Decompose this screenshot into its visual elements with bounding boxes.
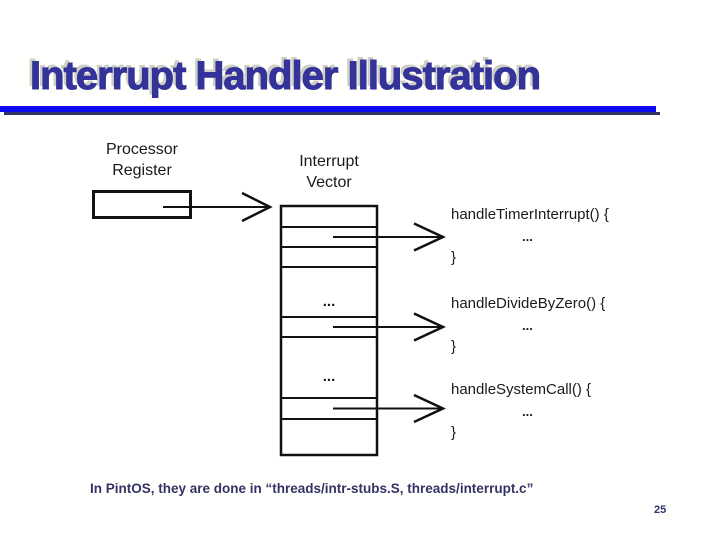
handler-signature: handleSystemCall() { <box>451 381 592 398</box>
interrupt-vector-table <box>279 204 379 457</box>
title-underline-shadow <box>4 112 660 115</box>
vector-arrowhead-systemcall <box>413 393 446 424</box>
handler-block-dividebyzero: handleDivideByZero() { ... } <box>451 293 605 358</box>
slide-title: Interrupt Handler Illustration <box>29 54 541 99</box>
handler-body-ellipsis: ... <box>522 403 533 419</box>
interrupt-vector-label: Interrupt Vector <box>281 151 377 193</box>
handler-block-timer: handleTimerInterrupt() { ... } <box>451 204 609 269</box>
footnote: In PintOS, they are done in “threads/int… <box>90 481 534 496</box>
interrupt-vector-label-line1: Interrupt <box>299 153 359 170</box>
handler-body-ellipsis: ... <box>522 228 533 244</box>
handler-body-ellipsis: ... <box>522 317 533 333</box>
title-underline <box>0 106 656 112</box>
handler-block-systemcall: handleSystemCall() { ... } <box>451 379 591 444</box>
processor-register-box <box>92 190 192 219</box>
handler-signature: handleTimerInterrupt() { <box>451 206 609 223</box>
vector-arrowhead-timer <box>413 222 446 252</box>
handler-signature: handleDivideByZero() { <box>451 295 606 312</box>
handler-close-brace: } <box>451 424 457 441</box>
processor-register-label: Processor Register <box>92 139 192 181</box>
vector-ellipsis: ... <box>322 368 336 385</box>
interrupt-vector-label-line2: Vector <box>306 174 352 191</box>
page-number: 25 <box>654 504 667 516</box>
handler-close-brace: } <box>451 338 457 355</box>
handler-close-brace: } <box>451 249 457 266</box>
vector-arrowhead-dividebyzero <box>413 312 446 342</box>
vector-ellipsis: ... <box>322 293 336 310</box>
processor-register-label-line2: Register <box>112 162 172 179</box>
register-arrowhead <box>241 191 273 223</box>
processor-register-label-line1: Processor <box>105 141 179 158</box>
